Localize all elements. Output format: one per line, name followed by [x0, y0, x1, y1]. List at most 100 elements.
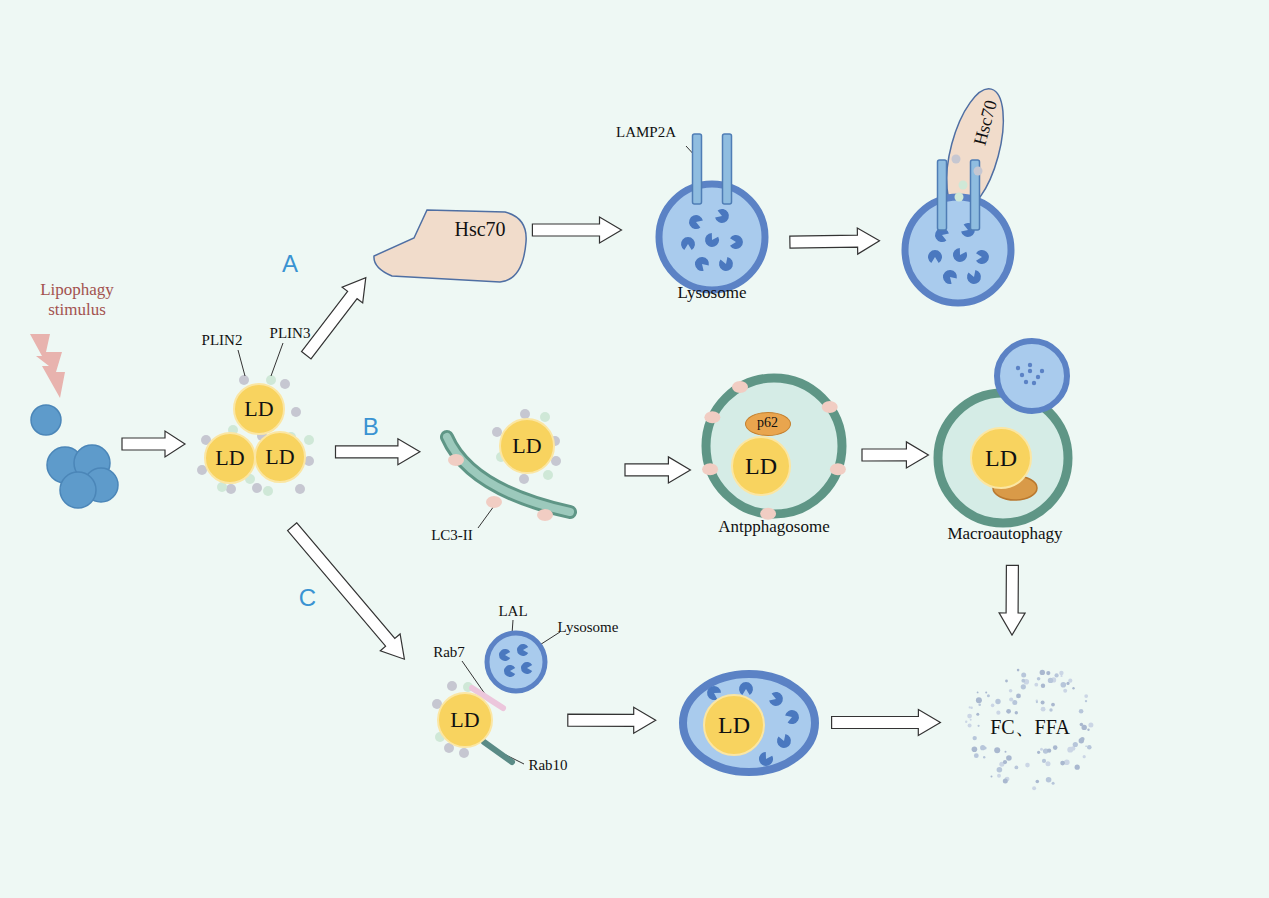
dot	[1041, 684, 1045, 688]
dot	[1066, 682, 1069, 685]
hollow-arrow	[625, 457, 690, 483]
callout-label: Rab10	[513, 756, 583, 774]
enzyme	[695, 257, 709, 271]
lamp2a-bar	[693, 134, 702, 204]
leader-line	[271, 343, 283, 376]
dot	[1042, 759, 1046, 763]
dot	[1012, 700, 1017, 705]
dot	[1041, 700, 1045, 704]
rab10-bar	[484, 742, 512, 762]
dot	[1060, 675, 1062, 677]
dot	[985, 692, 987, 694]
autophagosome-membrane	[706, 378, 842, 514]
lc3-dot	[830, 463, 846, 475]
lysosome-membrane	[905, 197, 1011, 303]
lysosome-membrane	[659, 184, 765, 290]
dot	[1051, 703, 1055, 707]
plin2-dot	[280, 379, 290, 389]
lysosome: Lysosome	[652, 180, 772, 305]
lc3-dot	[537, 509, 553, 521]
lipid-droplet: LD	[970, 427, 1032, 489]
enzyme	[769, 692, 783, 706]
lipid-droplet: LD	[204, 432, 256, 484]
sphere	[31, 405, 61, 435]
lysosome-membrane	[487, 633, 545, 691]
dot	[1037, 751, 1040, 754]
enzyme	[681, 237, 695, 250]
stimulus-spheres	[31, 405, 118, 508]
callout-label: Rab7	[419, 643, 479, 661]
enzyme	[499, 649, 510, 661]
dot	[991, 776, 993, 778]
enzyme	[521, 662, 532, 674]
perilipin-dots	[217, 375, 473, 742]
dot	[1032, 381, 1036, 385]
dot	[1072, 687, 1074, 689]
node-shape	[370, 208, 530, 288]
plin2-dot	[239, 375, 249, 385]
dot	[1003, 760, 1007, 764]
dot	[1036, 375, 1040, 379]
node-text: FC、FFA	[950, 715, 1110, 739]
small-lysosome	[487, 633, 545, 691]
dot	[991, 704, 995, 708]
lc3-dot	[486, 496, 502, 508]
dot	[1079, 709, 1084, 714]
dot	[1017, 669, 1020, 672]
dot	[977, 692, 979, 694]
dot	[978, 704, 981, 707]
dot	[1047, 749, 1051, 753]
dot	[1041, 707, 1046, 712]
dot	[968, 724, 972, 728]
dot	[965, 721, 967, 723]
lipid-droplet: LD	[437, 692, 493, 748]
enzyme	[517, 644, 528, 656]
hollow-arrow	[302, 278, 366, 359]
dot	[1048, 678, 1053, 683]
dot	[972, 746, 978, 752]
plin2-dot	[291, 407, 301, 417]
dot	[1028, 369, 1032, 373]
dot	[1021, 673, 1026, 678]
enzyme	[689, 215, 703, 229]
enzyme	[707, 686, 721, 700]
enzyme	[715, 209, 729, 223]
node-text: LD	[681, 452, 841, 481]
dot	[1015, 766, 1019, 770]
lysosome-complex: Hsc70	[900, 85, 1020, 307]
dot	[973, 736, 977, 740]
lysosome-membrane	[997, 341, 1067, 411]
dot	[1021, 679, 1025, 683]
enzyme	[943, 270, 957, 284]
lipid-droplet: LD	[731, 436, 791, 496]
phagophore-droplet: LD	[440, 405, 580, 525]
dot	[978, 725, 980, 727]
node-text: LD	[200, 444, 360, 470]
callout-label: Lysosome	[543, 618, 633, 636]
hollow-arrow	[862, 442, 928, 468]
autolysosome: MacroautophagyLD	[930, 335, 1080, 545]
dot	[1036, 780, 1040, 784]
lightning-bolt	[30, 334, 65, 398]
node-text: Macroautophagy	[925, 524, 1085, 544]
leader-line	[478, 506, 494, 528]
enzyme	[730, 235, 743, 249]
dot	[997, 767, 1003, 773]
plin2-dot	[447, 681, 457, 691]
hollow-arrow	[532, 217, 621, 243]
plin2-dot	[459, 748, 469, 758]
plin2-dot	[295, 484, 305, 494]
dot	[1009, 689, 1013, 693]
callout-label: LC3-II	[412, 526, 492, 544]
dot	[1025, 763, 1030, 768]
hollow-arrow	[336, 439, 420, 465]
pathway-letter: B	[341, 413, 401, 442]
dot	[520, 409, 530, 419]
enzyme	[777, 734, 791, 748]
dot	[1003, 779, 1008, 784]
lc3-dot	[732, 381, 748, 393]
node-text: p62	[688, 415, 848, 432]
dot	[1063, 689, 1067, 693]
dot	[1006, 755, 1012, 761]
